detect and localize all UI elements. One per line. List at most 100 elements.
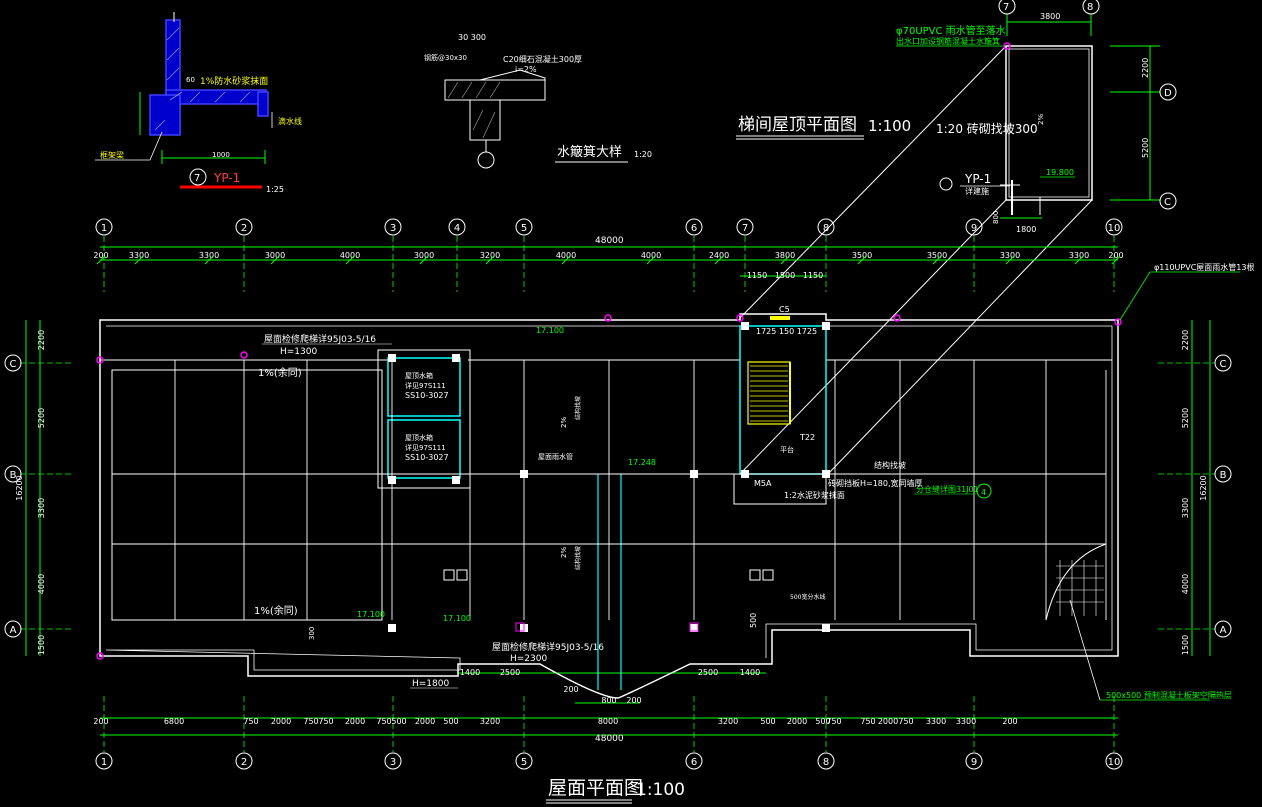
- dim-bottom-sub-5: 2500: [698, 668, 718, 677]
- gutter-dim-top: 30 300: [458, 33, 486, 42]
- yp1-ref-label: YP-1: [213, 171, 240, 185]
- axis-left-B: B: [4, 465, 22, 483]
- stair-roof-plan: 梯间屋顶平面图 1:100 7 8 D C 3800 2200 5200: [736, 0, 1177, 475]
- roof-plan-scale: 1:100: [636, 780, 685, 800]
- axis-bottom-5: 5: [515, 752, 533, 770]
- note-slope-1pct-bottom: 1%(余同): [254, 604, 298, 617]
- dim-right-2: 3300: [1181, 498, 1190, 518]
- slope-2pct-upper: 2%: [560, 417, 568, 428]
- axis-top-label-6: 6: [691, 223, 697, 234]
- gutter-scale: 1:20: [634, 150, 652, 159]
- dim-bottom-14: 500: [760, 717, 775, 726]
- tank-2-detail: 详见97S111: [405, 443, 446, 452]
- dim-bottom-sub-2: 200: [563, 685, 578, 694]
- axis-top-3: 3: [384, 218, 402, 236]
- stair-note-gutter: 出水口加设钢筋混凝土水簸箕: [896, 36, 1000, 46]
- note-mortar: 1:2水泥砂浆抹面: [784, 490, 845, 500]
- yp1-ref-scale: 1:25: [266, 185, 284, 194]
- column-marker: [520, 470, 528, 478]
- dim-top-15: 200: [1108, 251, 1123, 260]
- dim-top-7: 4000: [556, 251, 576, 260]
- stair-dim-2200: 2200: [1141, 58, 1150, 78]
- axis-bottom-label-10: 10: [1108, 757, 1121, 768]
- dim-bottom-5: 750: [318, 717, 333, 726]
- axis-right-label-A: A: [1220, 625, 1227, 636]
- axis-top-label-2: 2: [241, 223, 247, 234]
- downpipe-marker: [1114, 318, 1122, 326]
- tank-2-code: SS10-3027: [405, 453, 449, 462]
- dim-bottom-19: 2000: [878, 717, 898, 726]
- downpipe-marker: [96, 652, 104, 660]
- note-rain-pipe: 屋面雨水管: [538, 452, 573, 461]
- column-marker: [822, 322, 830, 330]
- column-marker: [822, 470, 830, 478]
- dim-top-6: 3200: [480, 251, 500, 260]
- stair-axis-d: D: [1164, 88, 1172, 99]
- dim-bottom-sub-4: 200: [626, 696, 641, 705]
- label-t22: T22: [799, 433, 815, 442]
- column-marker: [388, 624, 396, 632]
- downpipe-marker: [604, 314, 612, 322]
- vent-box: [443, 569, 455, 581]
- dim-bottom-sub-3: 800: [601, 696, 616, 705]
- gutter-note-mesh: 钢筋@30x30: [424, 53, 467, 62]
- dim-top-10: 3800: [775, 251, 795, 260]
- dim-bottom-9: 2000: [415, 717, 435, 726]
- downpipe-marker: [893, 314, 901, 322]
- column-marker: [741, 322, 749, 330]
- dim-top-8: 4000: [641, 251, 661, 260]
- elev-17100-top: 17.100: [536, 326, 564, 335]
- dim-left-0: 2200: [37, 330, 46, 350]
- axis-bottom-1: 1: [95, 752, 113, 770]
- stair-note-slope: 1:20 砖砌找坡300: [936, 121, 1038, 136]
- dim-bottom-23: 200: [1002, 717, 1017, 726]
- dim-right-total: 16200: [1199, 475, 1208, 500]
- drain-outlet: [689, 622, 699, 632]
- dim-bottom-10: 500: [443, 717, 458, 726]
- dim-stair-sub-0: 1150: [747, 271, 767, 280]
- column-marker: [690, 624, 698, 632]
- dim-left-4: 1500: [37, 635, 46, 655]
- dim-top-3: 3000: [265, 251, 285, 260]
- axis-bottom-10: 10: [1105, 752, 1123, 770]
- column-marker: [822, 624, 830, 632]
- stair-dim-3800: 3800: [1040, 12, 1060, 21]
- axis-bottom-label-9: 9: [971, 757, 977, 768]
- label-m5a: M5A: [754, 479, 772, 488]
- vent-box: [749, 569, 761, 581]
- dim-left-1: 5200: [37, 408, 46, 428]
- axis-right-B: B: [1214, 465, 1232, 483]
- axis-top-label-3: 3: [390, 223, 396, 234]
- dim-overall-top: 48000: [595, 236, 624, 246]
- dim-top-5: 3000: [414, 251, 434, 260]
- dim-bottom-4: 750: [303, 717, 318, 726]
- axis-bottom-9: 9: [965, 752, 983, 770]
- axis-top-label-9: 9: [971, 223, 977, 234]
- column-marker: [452, 476, 460, 484]
- stair-axis-8: 8: [1087, 2, 1093, 13]
- axis-top-9: 9: [965, 218, 983, 236]
- dim-bottom-8: 500: [391, 717, 406, 726]
- axis-bottom-label-3: 3: [390, 757, 396, 768]
- axis-top-1: 1: [95, 218, 113, 236]
- axis-top-label-10: 10: [1108, 223, 1121, 234]
- dim-bottom-13: 3200: [718, 717, 738, 726]
- dim-bottom-sub-6: 1400: [740, 668, 760, 677]
- dim-right-0: 2200: [1181, 330, 1190, 350]
- dim-stair-sub-1: 1500: [775, 271, 795, 280]
- note-ladder-2: 屋面检修爬梯详95J03-5/16: [492, 641, 604, 653]
- axis-bottom-label-1: 1: [101, 757, 107, 768]
- dim-left-2: 3300: [37, 498, 46, 518]
- dim-right-1: 5200: [1181, 408, 1190, 428]
- column-marker: [741, 470, 749, 478]
- column-marker: [388, 354, 396, 362]
- drain-outlet: [515, 622, 525, 632]
- axis-right-label-C: C: [1220, 359, 1227, 370]
- yp1-note-beam: 框架梁: [100, 150, 124, 160]
- dim-bottom-3: 2000: [271, 717, 291, 726]
- axis-bottom-label-2: 2: [241, 757, 247, 768]
- note-brick-baffle: 砖砌挡板H=180,宽同墙厚: [828, 478, 923, 488]
- axis-top-4: 4: [448, 218, 466, 236]
- stair-ref-note: 详建施: [965, 186, 989, 196]
